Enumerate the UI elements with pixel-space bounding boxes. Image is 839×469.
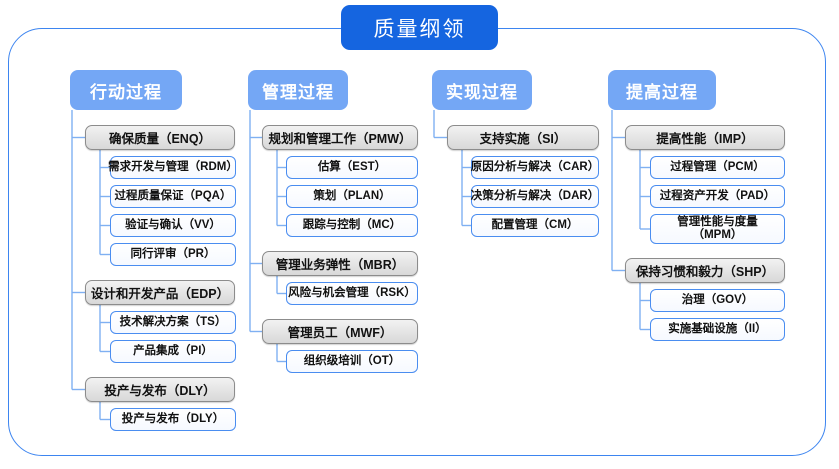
group-box-2-1[interactable]: 规划和管理工作（PMW） [262,125,418,150]
leaf-box-4-2-1[interactable]: 治理（GOV） [650,289,785,312]
leaf-box-4-1-3[interactable]: 管理性能与度量（MPM） [650,214,785,244]
leaf-box-3-1-2[interactable]: 决策分析与解决（DAR） [471,185,599,208]
leaf-box-2-1-3[interactable]: 跟踪与控制（MC） [286,214,418,237]
leaf-box-1-1-1[interactable]: 需求开发与管理（RDM） [108,156,238,179]
leaf-box-2-1-2[interactable]: 策划（PLAN） [286,185,418,208]
leaf-box-2-2-1[interactable]: 风险与机会管理（RSK） [286,282,418,305]
category-header-3: 实现过程 [432,70,532,110]
leaf-box-4-1-1[interactable]: 过程管理（PCM） [650,156,785,179]
group-box-3-1[interactable]: 支持实施（SI） [447,125,599,150]
group-box-4-1[interactable]: 提高性能（IMP） [625,125,785,150]
leaf-box-4-2-2[interactable]: 实施基础设施（II） [650,318,785,341]
leaf-box-1-2-1[interactable]: 技术解决方案（TS） [110,311,236,334]
group-box-4-2[interactable]: 保持习惯和毅力（SHP） [625,258,785,283]
diagram-title: 质量纲领 [341,5,498,50]
leaf-box-1-1-4[interactable]: 同行评审（PR） [110,243,236,266]
category-header-4: 提高过程 [608,70,716,110]
leaf-box-1-3-1[interactable]: 投产与发布（DLY） [110,408,236,431]
group-box-1-2[interactable]: 设计和开发产品（EDP） [85,280,235,305]
leaf-box-2-1-1[interactable]: 估算（EST） [286,156,418,179]
leaf-box-3-1-3[interactable]: 配置管理（CM） [471,214,599,237]
leaf-box-1-2-2[interactable]: 产品集成（PI） [110,340,236,363]
leaf-box-2-3-1[interactable]: 组织级培训（OT） [286,350,418,373]
group-box-1-3[interactable]: 投产与发布（DLY） [85,377,235,402]
category-header-1: 行动过程 [70,70,182,110]
group-box-1-1[interactable]: 确保质量（ENQ） [85,125,235,150]
group-box-2-3[interactable]: 管理员工（MWF） [262,319,418,344]
leaf-box-4-1-2[interactable]: 过程资产开发（PAD） [650,185,785,208]
leaf-box-1-1-3[interactable]: 验证与确认（VV） [110,214,236,237]
leaf-box-3-1-1[interactable]: 原因分析与解决（CAR） [471,156,599,179]
leaf-box-1-1-2[interactable]: 过程质量保证（PQA） [110,185,236,208]
group-box-2-2[interactable]: 管理业务弹性（MBR） [262,251,418,276]
category-header-2: 管理过程 [248,70,348,110]
